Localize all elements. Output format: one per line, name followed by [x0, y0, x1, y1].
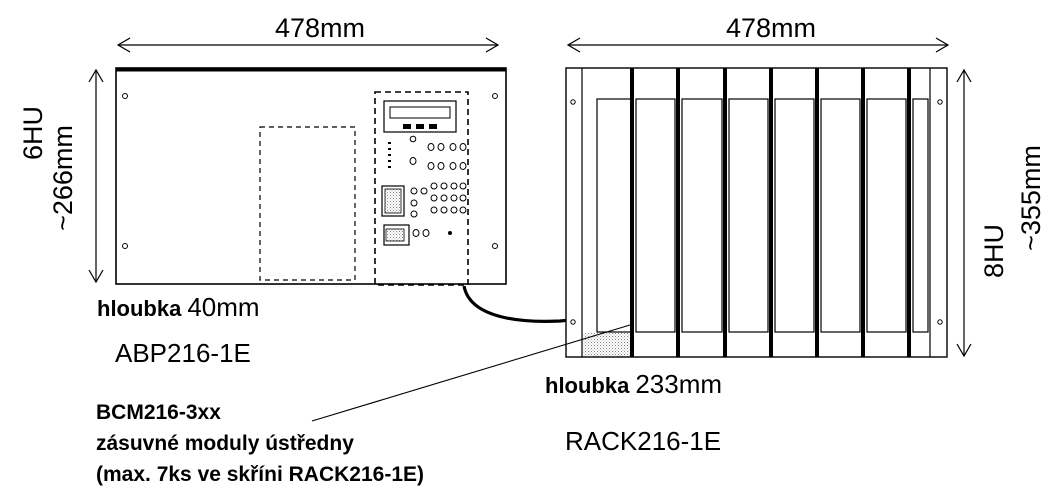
left-height-mm: ~266mm — [48, 125, 78, 231]
left-height-dimension — [88, 68, 104, 284]
right-depth-value: 233mm — [635, 369, 722, 399]
module-note-line3: (max. 7ks ve skříni RACK216-1E) — [96, 463, 424, 486]
display-icon — [383, 100, 457, 133]
right-height-dimension — [956, 68, 972, 358]
module-note-line2: zásuvné moduly ústředny — [96, 432, 354, 455]
right-width-label: 478mm — [726, 13, 816, 43]
module-slot — [769, 68, 815, 357]
module-slot — [676, 68, 723, 357]
right-depth-bold: hloubka — [545, 373, 630, 398]
control-unit — [374, 91, 469, 286]
rack-chassis — [565, 67, 948, 358]
module-slot — [907, 68, 929, 357]
module-slot — [861, 68, 907, 357]
module-note-line1: BCM216-3xx — [96, 401, 221, 424]
left-depth-bold: hloubka — [97, 296, 182, 321]
left-model-name: ABP216-1E — [115, 338, 251, 368]
module-slot — [630, 68, 676, 357]
keypad-panel-icon — [384, 188, 402, 214]
left-width-label: 478mm — [275, 13, 365, 43]
right-height-mm: ~355mm — [1016, 145, 1046, 251]
left-width-dimension — [116, 37, 500, 53]
module-slot — [723, 68, 769, 357]
right-model-name: RACK216-1E — [565, 426, 721, 456]
module-slot — [815, 68, 861, 357]
cutout-area — [259, 126, 356, 281]
plug-in-modules — [630, 68, 929, 357]
left-depth-value: 40mm — [187, 292, 259, 322]
right-width-dimension — [566, 37, 950, 53]
left-height-hu: 6HU — [18, 106, 48, 160]
leader-line — [311, 324, 631, 422]
right-height-hu: 8HU — [979, 224, 1009, 278]
front-panel-outline — [115, 67, 507, 285]
